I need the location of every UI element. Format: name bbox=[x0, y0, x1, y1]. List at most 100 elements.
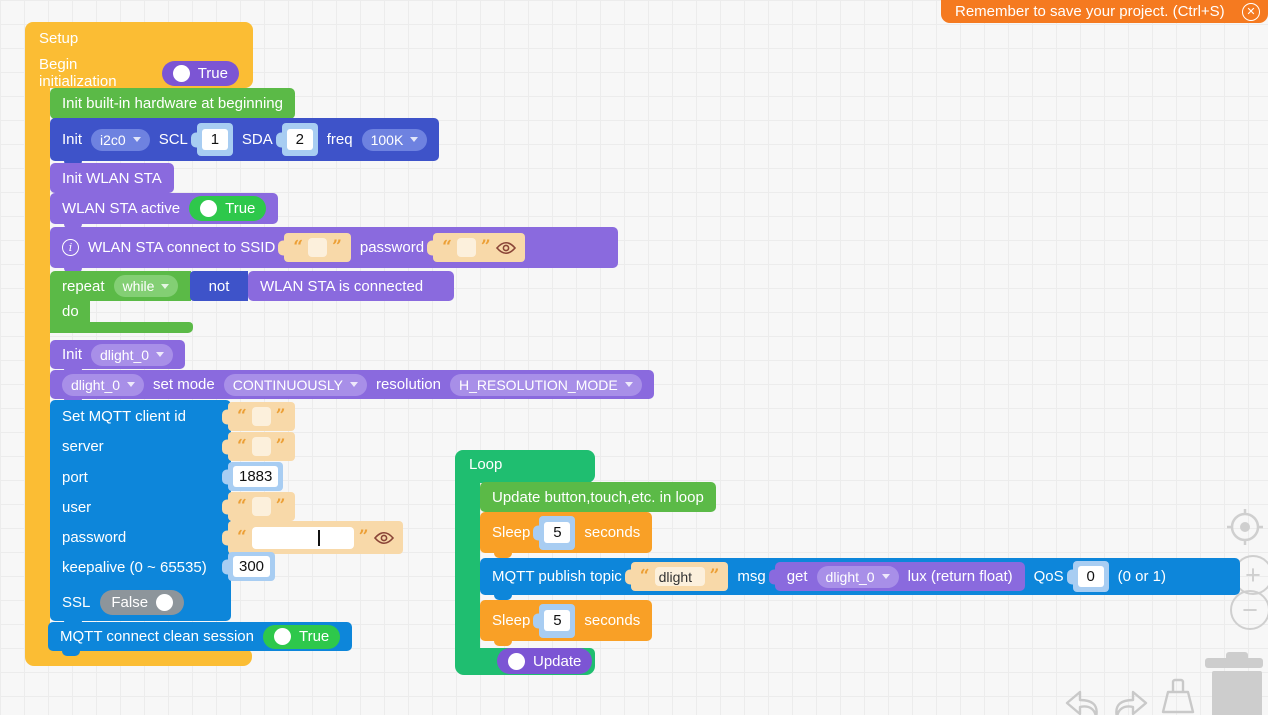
loop-block[interactable]: Loop bbox=[455, 450, 595, 483]
scl-value[interactable]: 1 bbox=[201, 129, 228, 150]
update-toggle[interactable]: Update bbox=[497, 648, 593, 674]
update-in-loop-block[interactable]: Update button,touch,etc. in loop bbox=[480, 482, 716, 517]
freq-dropdown[interactable]: 100K bbox=[361, 128, 428, 151]
repeat-mode-dropdown[interactable]: while bbox=[113, 275, 179, 297]
toggle-knob bbox=[273, 628, 291, 645]
mqtt-row: password bbox=[62, 522, 227, 552]
scl-label: SCL bbox=[158, 131, 188, 148]
init-hardware-label: Init built-in hardware at beginning bbox=[62, 95, 283, 112]
client-id-label: Set MQTT client id bbox=[62, 407, 186, 425]
i2c-port-value: i2c0 bbox=[100, 131, 126, 148]
topic-value[interactable]: dlight bbox=[654, 567, 705, 586]
sda-value[interactable]: 2 bbox=[286, 129, 313, 150]
wlan-password-value[interactable] bbox=[456, 238, 476, 257]
freq-value: 100K bbox=[370, 131, 404, 148]
sleep-seconds-value[interactable]: 5 bbox=[544, 610, 571, 631]
wlan-password-input[interactable]: “ ” bbox=[433, 233, 525, 262]
lux-label: lux (return float) bbox=[907, 568, 1013, 585]
dlight-init-block[interactable]: Init dlight_0 bbox=[50, 340, 186, 374]
resolution-dropdown[interactable]: H_RESOLUTION_MODE bbox=[450, 373, 642, 396]
resolution-value: H_RESOLUTION_MODE bbox=[459, 376, 618, 393]
dlight-device-dropdown[interactable]: dlight_0 bbox=[816, 565, 899, 588]
clean-session-toggle[interactable]: True bbox=[262, 624, 341, 649]
zoom-out-button[interactable]: − bbox=[1230, 590, 1268, 630]
center-view-button[interactable] bbox=[1225, 507, 1265, 551]
client-id-input[interactable]: “” bbox=[228, 402, 295, 431]
trash-can[interactable] bbox=[1205, 652, 1268, 715]
setup-block[interactable]: Setup Begin initialization True bbox=[25, 22, 253, 90]
sleep-label: Sleep bbox=[492, 612, 531, 629]
mqtt-password-value[interactable] bbox=[251, 526, 354, 549]
ssid-input[interactable]: “ ” bbox=[284, 233, 351, 262]
get-label: get bbox=[786, 568, 808, 585]
port-value[interactable]: 1883 bbox=[233, 466, 279, 487]
repeat-block[interactable]: repeat while bbox=[50, 271, 191, 301]
wlan-active-block[interactable]: WLAN STA active True bbox=[50, 193, 279, 229]
begin-initialization-toggle[interactable]: True bbox=[161, 60, 239, 86]
sleep-seconds-input[interactable]: 5 bbox=[539, 515, 576, 550]
sleep-seconds-value[interactable]: 5 bbox=[544, 522, 571, 543]
mqtt-row: Set MQTT client id bbox=[62, 401, 227, 431]
get-lux-block[interactable]: get dlight_0 lux (return float) bbox=[774, 562, 1025, 591]
user-value[interactable] bbox=[251, 497, 271, 516]
trash-lid-handle-icon bbox=[1226, 652, 1248, 658]
cleanup-button[interactable] bbox=[1158, 676, 1198, 715]
toggle-knob bbox=[508, 652, 525, 670]
repeat-mode-value: while bbox=[122, 278, 155, 294]
close-icon[interactable]: ✕ bbox=[1242, 2, 1260, 21]
undo-icon bbox=[1065, 690, 1098, 715]
wlan-password-label: password bbox=[359, 239, 425, 256]
dlight-mode-block[interactable]: dlight_0 set mode CONTINUOUSLY resolutio… bbox=[50, 370, 654, 404]
eye-icon[interactable] bbox=[373, 531, 394, 545]
wlan-init-block[interactable]: Init WLAN STA bbox=[50, 163, 174, 198]
mode-dropdown[interactable]: CONTINUOUSLY bbox=[223, 373, 367, 396]
ssl-toggle[interactable]: False bbox=[100, 589, 185, 615]
keepalive-value[interactable]: 300 bbox=[233, 556, 271, 577]
sleep-block[interactable]: Sleep 5 seconds bbox=[480, 600, 653, 646]
keepalive-input[interactable]: 300 bbox=[228, 552, 276, 581]
i2c-init-block[interactable]: Init i2c0 SCL 1 SDA 2 freq 100K bbox=[50, 118, 440, 166]
sleep-block[interactable]: Sleep 5 seconds bbox=[480, 512, 653, 558]
eye-icon[interactable] bbox=[495, 241, 516, 255]
dlight-device-value: dlight_0 bbox=[825, 568, 875, 585]
ssl-label: SSL bbox=[62, 593, 91, 611]
dlight-device-dropdown[interactable]: dlight_0 bbox=[62, 373, 145, 396]
undo-button[interactable] bbox=[1063, 688, 1103, 715]
seconds-label: seconds bbox=[584, 524, 641, 541]
not-block[interactable]: not bbox=[190, 271, 248, 301]
client-id-value[interactable] bbox=[251, 407, 271, 426]
sleep-seconds-input[interactable]: 5 bbox=[539, 603, 576, 638]
sda-input[interactable]: 2 bbox=[281, 123, 318, 156]
open-quote-icon: “ bbox=[237, 496, 247, 516]
set-mode-label: set mode bbox=[153, 376, 215, 393]
topic-input[interactable]: “ dlight ” bbox=[630, 562, 729, 591]
qos-value[interactable]: 0 bbox=[1077, 566, 1104, 587]
server-input[interactable]: “” bbox=[228, 432, 295, 461]
i2c-port-dropdown[interactable]: i2c0 bbox=[91, 128, 150, 151]
dlight-device-dropdown[interactable]: dlight_0 bbox=[91, 343, 174, 366]
mqtt-publish-block[interactable]: MQTT publish topic “ dlight ” msg get dl… bbox=[480, 558, 1240, 600]
wlan-connect-block[interactable]: i WLAN STA connect to SSID “ ” password … bbox=[50, 227, 618, 273]
publish-label: MQTT publish topic bbox=[492, 568, 622, 585]
mode-value: CONTINUOUSLY bbox=[232, 376, 343, 393]
ssid-value[interactable] bbox=[308, 238, 328, 257]
mqtt-config-block[interactable]: Set MQTT client id server port user pass… bbox=[50, 400, 231, 626]
redo-button[interactable] bbox=[1110, 688, 1150, 715]
init-hardware-block[interactable]: Init built-in hardware at beginning bbox=[50, 88, 295, 124]
port-input[interactable]: 1883 bbox=[228, 462, 284, 491]
qos-hint: (0 or 1) bbox=[1117, 568, 1167, 585]
loop-title: Loop bbox=[469, 456, 503, 473]
open-quote-icon: “ bbox=[237, 436, 247, 456]
wlan-active-toggle[interactable]: True bbox=[189, 196, 267, 221]
qos-input[interactable]: 0 bbox=[1072, 561, 1109, 592]
clean-session-block[interactable]: MQTT connect clean session True bbox=[48, 622, 353, 656]
password-label: password bbox=[62, 528, 127, 546]
user-input[interactable]: “” bbox=[228, 492, 295, 521]
freq-label: freq bbox=[326, 131, 353, 148]
scl-input[interactable]: 1 bbox=[196, 123, 233, 156]
mqtt-password-input[interactable]: “ ” bbox=[228, 521, 403, 554]
server-value[interactable] bbox=[251, 437, 271, 456]
text-cursor bbox=[317, 529, 320, 546]
wlan-connected-block[interactable]: WLAN STA is connected bbox=[248, 271, 454, 301]
